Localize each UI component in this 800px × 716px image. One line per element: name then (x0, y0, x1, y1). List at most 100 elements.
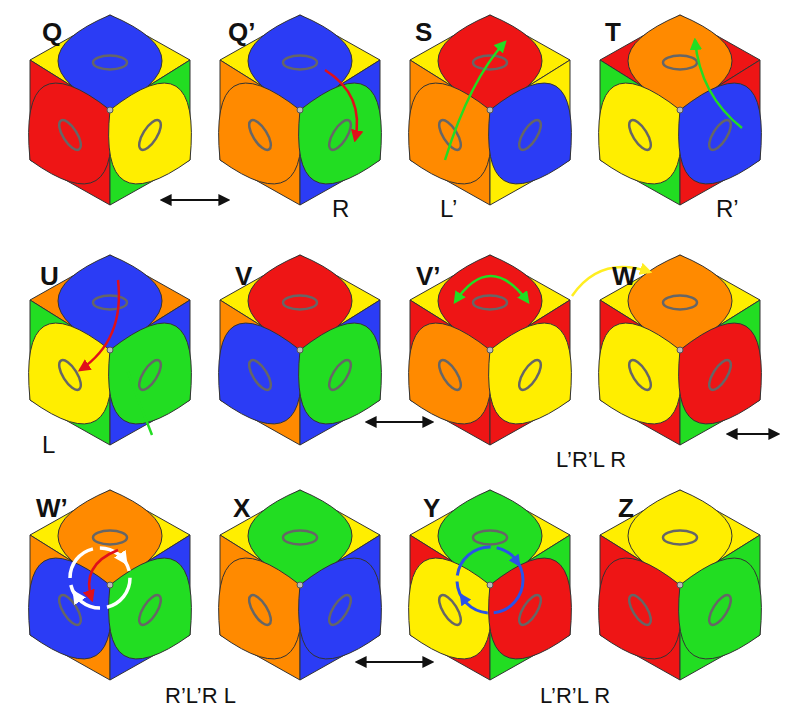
cube-center (677, 347, 683, 353)
petal-ring (283, 296, 317, 310)
petal-piece (109, 83, 192, 184)
petal-ring (55, 592, 85, 628)
petal-ring (93, 531, 127, 545)
petal-piece (299, 558, 382, 659)
state-letter: Q’ (228, 18, 255, 47)
petal-ring (435, 357, 465, 393)
swap-arrow (357, 661, 432, 663)
turn-arrow (128, 372, 152, 435)
state-letter: W’ (36, 494, 68, 523)
petal-ring (325, 592, 355, 628)
petal-piece (489, 323, 572, 424)
cube-center (297, 107, 303, 113)
petal-piece (599, 558, 682, 659)
petal-ring (55, 117, 85, 153)
cycle-arrow (70, 548, 130, 608)
cube-center (107, 582, 113, 588)
petal-piece (29, 323, 112, 424)
cycle-arrow (457, 547, 523, 613)
state-letter: U (40, 262, 59, 291)
state-letter: V (235, 262, 252, 291)
petal-piece (219, 558, 302, 659)
turn-arrow (455, 276, 528, 302)
move-label: L’R’L R (540, 684, 610, 708)
petal-piece (109, 323, 192, 424)
state-letter: T (605, 18, 621, 47)
petal-piece (679, 323, 762, 424)
petal-ring (705, 357, 735, 393)
move-label: L (42, 432, 55, 458)
turn-arrow (325, 70, 357, 140)
cycle-arrow (515, 559, 519, 565)
petal-ring (663, 531, 697, 545)
cycle-arrow (122, 557, 126, 563)
petal-ring (93, 56, 127, 70)
petal-piece (489, 83, 572, 184)
turn-arrow (572, 267, 650, 296)
petal-piece (219, 323, 302, 424)
petal-ring (625, 117, 655, 153)
state-letter: Y (423, 494, 440, 523)
petal-piece (109, 558, 192, 659)
petal-piece (299, 83, 382, 184)
petal-piece (219, 83, 302, 184)
state-letter: Z (618, 494, 634, 523)
move-label: L’ (440, 196, 457, 222)
state-letter: V’ (416, 262, 441, 291)
petal-ring (625, 357, 655, 393)
petal-ring (515, 117, 545, 153)
petal-ring (325, 357, 355, 393)
cycle-arrow (74, 592, 78, 598)
cube-center (677, 582, 683, 588)
petal-piece (599, 323, 682, 424)
turn-arrow (80, 280, 119, 370)
petal-ring (625, 592, 655, 628)
petal-ring (325, 117, 355, 153)
move-label: R’L’R L (165, 684, 236, 708)
petal-ring (93, 296, 127, 310)
state-letter: Q (42, 18, 62, 47)
swap-arrow (367, 421, 432, 423)
cube-center (107, 107, 113, 113)
petal-ring (705, 117, 735, 153)
petal-ring (55, 357, 85, 393)
cube-center (487, 107, 493, 113)
petal-ring (283, 56, 317, 70)
cube-center (297, 347, 303, 353)
petal-piece (679, 558, 762, 659)
cube-center (107, 347, 113, 353)
cycle-arrow (461, 595, 465, 601)
state-letter: W (612, 262, 637, 291)
cube-group (29, 15, 762, 680)
petal-piece (679, 83, 762, 184)
move-label: R’ (716, 196, 739, 222)
move-arrows (70, 40, 778, 662)
swap-arrow (728, 433, 778, 435)
petal-ring (135, 117, 165, 153)
turn-arrow (445, 42, 505, 160)
petal-piece (409, 323, 492, 424)
cube-center (297, 582, 303, 588)
petal-piece (489, 558, 572, 659)
move-label: L’R’L R (556, 448, 626, 472)
state-letter: S (415, 18, 432, 47)
petal-piece (409, 83, 492, 184)
state-letter: X (233, 494, 250, 523)
petal-ring (663, 56, 697, 70)
petal-piece (29, 83, 112, 184)
petal-ring (515, 357, 545, 393)
petal-ring (245, 357, 275, 393)
move-label: R (332, 196, 349, 222)
petal-piece (299, 323, 382, 424)
cube-center (487, 582, 493, 588)
petal-ring (135, 592, 165, 628)
cube-center (487, 347, 493, 353)
turn-arrow (695, 40, 742, 128)
petal-ring (705, 592, 735, 628)
cube-center (677, 107, 683, 113)
petal-ring (473, 296, 507, 310)
petal-ring (135, 357, 165, 393)
swap-arrow (162, 199, 228, 201)
